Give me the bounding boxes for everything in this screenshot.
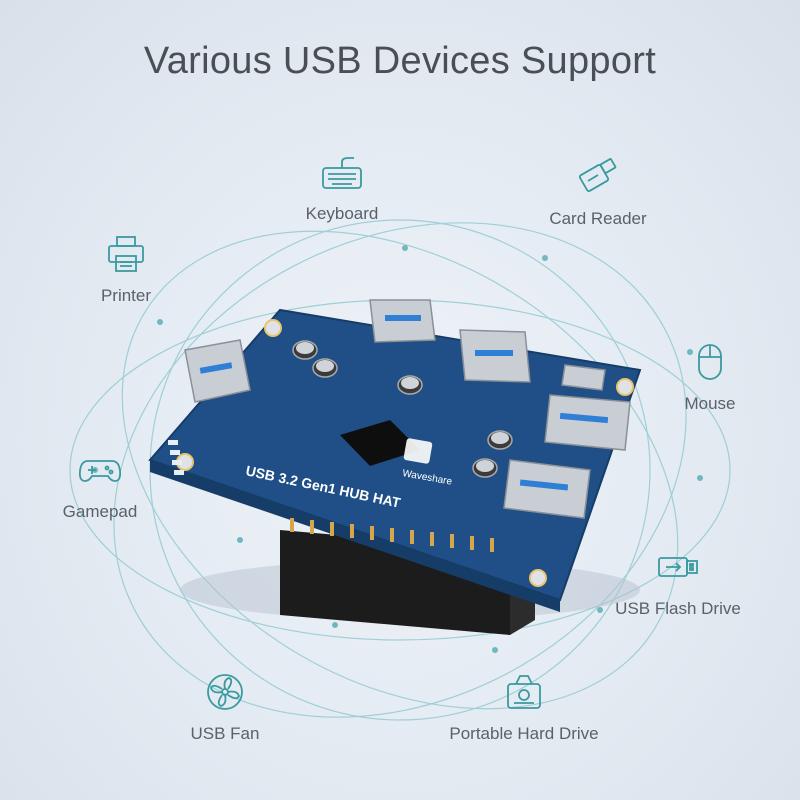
device-gamepad: Gamepad: [0, 448, 200, 522]
device-card-reader: Card Reader: [498, 155, 698, 229]
device-usb-fan: USB Fan: [125, 670, 325, 744]
usb-fan-icon: [207, 674, 243, 710]
device-label: USB Flash Drive: [615, 599, 741, 618]
device-mouse: Mouse: [610, 340, 800, 414]
device-label: USB Fan: [190, 724, 260, 743]
card-reader-icon: [578, 158, 617, 192]
device-keyboard: Keyboard: [242, 150, 442, 224]
device-usb-flash-drive: USB Flash Drive: [578, 545, 778, 619]
usb-flash-drive-icon: [658, 557, 698, 577]
keyboard-icon: [322, 157, 362, 189]
page-title: Various USB Devices Support: [143, 40, 657, 82]
device-label: Gamepad: [62, 502, 138, 521]
portable-hard-drive-icon: [507, 675, 541, 709]
device-printer: Printer: [26, 232, 226, 306]
usb-hub-hat-board: Waveshare USB 3.2 Gen1 HUB HAT: [148, 299, 642, 635]
mouse-icon: [698, 344, 722, 380]
device-label: Printer: [100, 286, 152, 305]
device-label: Card Reader: [549, 209, 647, 228]
device-label: Mouse: [684, 394, 736, 413]
device-label: Portable Hard Drive: [449, 724, 599, 743]
device-label: Keyboard: [305, 204, 379, 223]
device-portable-hard-drive: Portable Hard Drive: [424, 670, 624, 744]
gamepad-icon: [78, 460, 122, 482]
printer-icon: [108, 236, 144, 272]
